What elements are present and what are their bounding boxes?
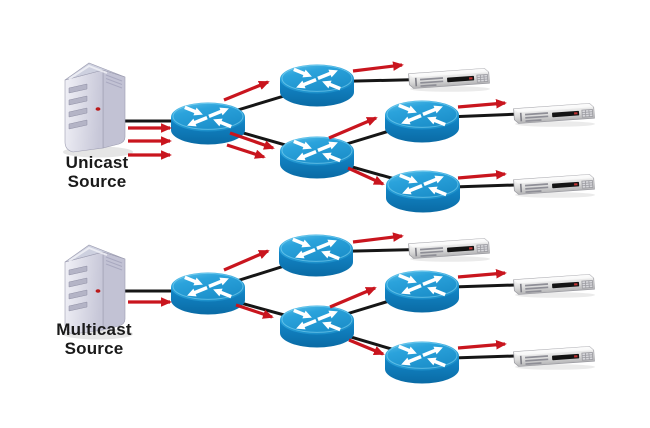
- multicast-source-label: Multicast Source: [26, 320, 162, 358]
- flow-arrow-m-r3-to-m-r4: [329, 286, 377, 309]
- flow-arrow-u-r3-to-u-r4: [328, 116, 378, 140]
- router-icon: [278, 234, 354, 277]
- flow-arrow-m-r2-to-m-h1: [352, 232, 404, 244]
- host-icon: [408, 67, 491, 93]
- multicast-source-label-line2: Source: [64, 339, 124, 359]
- router-icon: [384, 100, 460, 143]
- host-icon: [513, 173, 596, 199]
- flow-arrow-u-r1-to-u-r3: [229, 131, 275, 150]
- host-icon: [513, 345, 596, 371]
- flow-arrow-u-r5-to-u-h3: [457, 169, 507, 180]
- router-icon: [385, 170, 461, 213]
- multicast-source-label-line1: Multicast: [56, 320, 132, 339]
- flow-arrow-u-r2-to-u-h1: [352, 61, 404, 73]
- host-icon: [513, 102, 596, 128]
- flow-arrows-layer: [128, 61, 507, 356]
- flow-arrow-u-r4-to-u-h2: [457, 98, 507, 109]
- unicast-source-label-line1: Unicast: [65, 153, 129, 172]
- flow-arrow-u-r1-to-u-r2: [223, 80, 270, 102]
- router-icon: [170, 272, 246, 315]
- flow-arrow-m-r1-to-m-r3: [235, 303, 274, 319]
- server-icon: [62, 62, 134, 159]
- router-icon: [384, 270, 460, 313]
- flow-arrow-m-r5-to-m-h3: [457, 339, 507, 350]
- router-icon: [279, 64, 355, 107]
- router-icon: [170, 102, 246, 145]
- host-icon: [513, 273, 596, 299]
- flow-arrow-m-r1-to-m-r2: [223, 249, 270, 272]
- unicast-source-label-line2: Source: [67, 172, 127, 192]
- flow-arrow-u-r3-to-u-r5: [347, 166, 385, 186]
- router-icon: [384, 341, 460, 384]
- flow-arrow-m-r3-to-m-r5: [348, 338, 385, 356]
- router-icon: [279, 136, 355, 179]
- flow-arrow-u-r1-to-u-r3: [226, 143, 266, 159]
- unicast-source-label: Unicast Source: [29, 153, 165, 191]
- router-icon: [279, 305, 355, 348]
- flow-arrow-m-r4-to-m-h2: [457, 268, 507, 279]
- host-icon: [408, 237, 491, 263]
